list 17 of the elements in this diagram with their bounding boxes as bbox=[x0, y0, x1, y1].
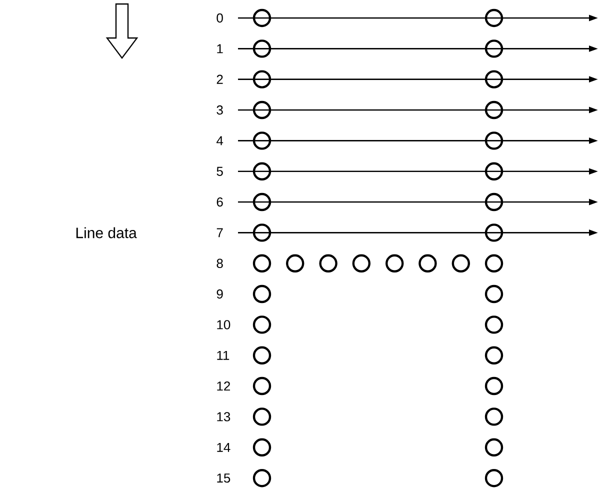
row-number: 3 bbox=[216, 105, 223, 115]
row-number: 14 bbox=[217, 442, 230, 452]
row-number: 1 bbox=[217, 44, 223, 54]
row-number: 11 bbox=[217, 350, 230, 360]
row-number: 8 bbox=[216, 258, 223, 268]
row-number: 9 bbox=[216, 289, 223, 299]
row-label: Line data bbox=[76, 227, 137, 238]
row-number: 6 bbox=[216, 197, 223, 207]
row-number: 7 bbox=[216, 228, 223, 238]
row-number: 2 bbox=[216, 74, 223, 84]
row-number: 0 bbox=[216, 13, 223, 23]
row-number: 10 bbox=[217, 320, 230, 330]
row-number: 12 bbox=[217, 381, 230, 391]
row-number: 4 bbox=[216, 136, 224, 146]
row-number: 13 bbox=[217, 412, 230, 422]
row-number: 15 bbox=[217, 474, 230, 483]
row-number: 5 bbox=[216, 166, 223, 176]
